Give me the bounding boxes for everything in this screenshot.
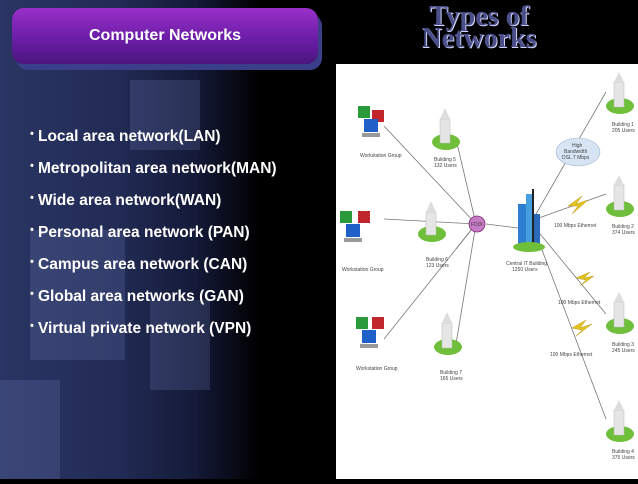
hub-label: FDDI	[471, 222, 483, 228]
building-name: Building 5	[434, 157, 456, 163]
title-line-2: Networks	[421, 23, 537, 54]
list-item: Global area networks (GAN)	[30, 283, 338, 318]
building-users: 375 Users	[612, 455, 635, 461]
building-3: Building 3 245 Users	[606, 292, 635, 354]
building-name: Building 7	[440, 370, 462, 376]
workstation-label: Workstation Group	[356, 366, 398, 372]
background-tile	[0, 380, 60, 479]
fddi-hub: FDDI	[468, 215, 486, 233]
building-5: Building 5 132 Users	[432, 108, 460, 169]
building-users: 205 Users	[612, 128, 635, 134]
building-name: Building 4	[612, 449, 634, 455]
building-2: Building 2 374 Users	[606, 175, 635, 236]
network-types-list: Local area network(LAN) Metropolitan are…	[30, 123, 338, 350]
list-item: Personal area network (PAN)	[30, 219, 338, 254]
building-users: 165 Users	[440, 376, 463, 382]
building-users: 245 Users	[612, 348, 635, 354]
building-name: Building 6	[426, 257, 448, 263]
list-item: Virtual private network (VPN)	[30, 315, 338, 350]
slide-title: Types of Networks	[404, 1, 554, 54]
building-6: Building 6 123 Users	[418, 201, 449, 269]
link-label: 100 Mbps Ethernet	[554, 223, 597, 229]
list-item: Campus area network (CAN)	[30, 251, 338, 286]
link-label: 100 Mbps Ethernet	[550, 352, 593, 358]
central-users: 1250 Users	[512, 267, 538, 273]
building-4: Building 4 375 Users	[606, 400, 635, 461]
link-label: 100 Mbps Ethernet	[558, 300, 601, 306]
lightning-links	[567, 195, 595, 337]
cloud-label-3: DSL 7 Mbps	[562, 155, 590, 161]
workstation-label: Workstation Group	[342, 267, 384, 273]
network-diagram: Workstation Group Workstation Group Work…	[336, 64, 638, 479]
list-item: Local area network(LAN)	[30, 123, 338, 158]
building-1: Building 1 205 Users	[606, 72, 635, 134]
workstation-label: Workstation Group	[360, 153, 402, 159]
building-name: Building 3	[612, 342, 634, 348]
list-item: Wide area network(WAN)	[30, 187, 338, 222]
building-name: Building 2	[612, 224, 634, 230]
building-users: 132 Users	[434, 163, 457, 169]
cloud-label-1: High	[572, 143, 583, 149]
cloud-label-2: Bandwidth	[564, 149, 588, 155]
section-label: Computer Networks	[88, 27, 242, 44]
network-diagram-svg: Workstation Group Workstation Group Work…	[340, 72, 635, 461]
bandwidth-cloud: High Bandwidth DSL 7 Mbps	[555, 137, 601, 167]
building-name: Building 1	[612, 122, 634, 128]
building-users: 123 Users	[426, 263, 449, 269]
building-7: Building 7 165 Users	[434, 312, 463, 382]
list-item: Metropolitan area network(MAN)	[30, 155, 338, 190]
central-it-building: Central IT Building 1250 Users	[506, 189, 547, 273]
section-label-pill: Computer Networks	[12, 8, 318, 64]
building-users: 374 Users	[612, 230, 635, 236]
workstation-group-3: Workstation Group	[356, 317, 398, 372]
title-line-1: Types of	[429, 1, 529, 32]
workstation-group-2: Workstation Group	[340, 211, 384, 273]
workstation-group-1: Workstation Group	[358, 106, 402, 159]
central-name: Central IT Building	[506, 261, 547, 267]
